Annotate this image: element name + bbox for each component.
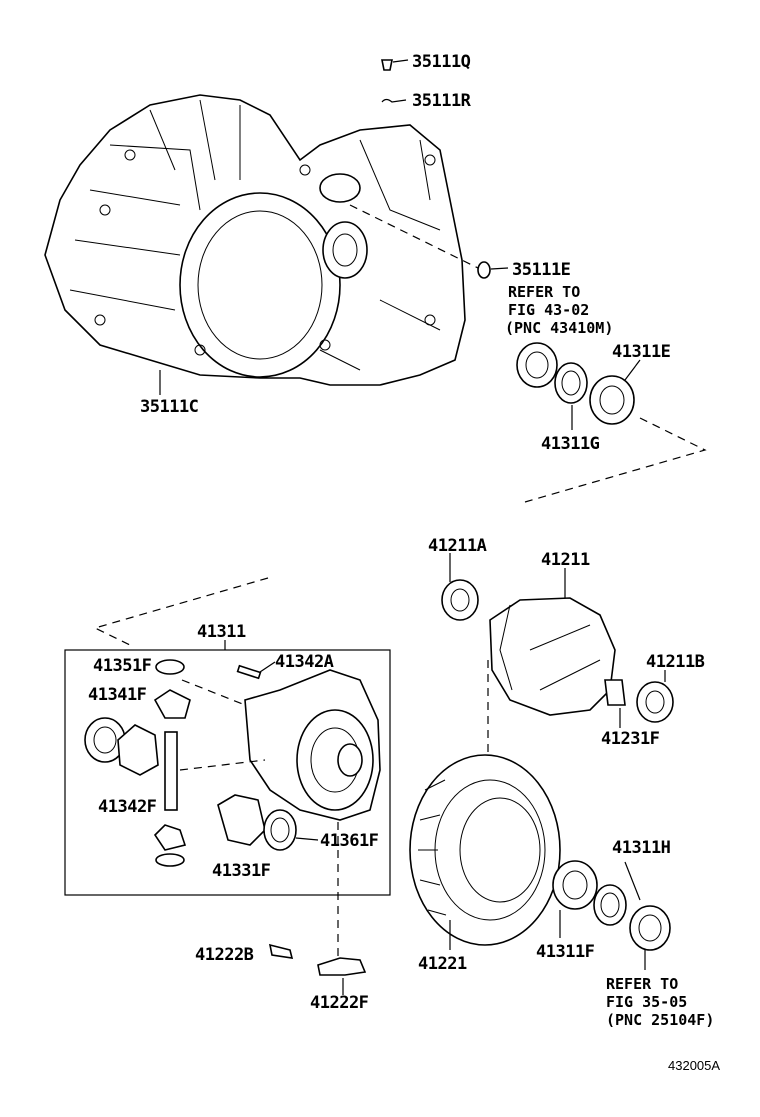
washer-41351f-icon <box>155 659 185 675</box>
label-35111e: 35111E <box>512 260 571 280</box>
label-41351f: 41351F <box>93 656 152 676</box>
refer-note-top-line1: REFER TO <box>508 283 580 301</box>
bearing-41311e-set <box>516 342 641 430</box>
label-41311: 41311 <box>197 622 246 642</box>
transaxle-housing <box>44 94 466 386</box>
sleeve-41231f-icon <box>604 679 626 706</box>
bearing-41211a-icon <box>441 579 479 621</box>
label-41311h: 41311H <box>612 838 671 858</box>
refer-note-bottom-line1: REFER TO <box>606 975 678 993</box>
label-41211: 41211 <box>541 550 590 570</box>
label-41361f: 41361F <box>320 831 379 851</box>
ring-gear-41221 <box>409 754 561 946</box>
differential-case <box>244 669 381 821</box>
refer-note-bottom-line3: (PNC 25104F) <box>606 1011 714 1029</box>
label-41311f: 41311F <box>536 942 595 962</box>
label-41221: 41221 <box>418 954 467 974</box>
bearing-41311f-icon <box>552 860 598 910</box>
label-41311g: 41311G <box>541 434 600 454</box>
label-35111r: 35111R <box>412 91 472 111</box>
label-41222b: 41222B <box>195 945 254 965</box>
differential-assembly-box <box>64 649 391 896</box>
label-41211a: 41211A <box>428 536 487 556</box>
plug-35111q-icon <box>381 59 393 71</box>
shaft-41342f-icon <box>164 731 178 811</box>
side-gear-icon <box>117 724 159 776</box>
label-41342a: 41342A <box>275 652 334 672</box>
bolt-41222b-icon <box>268 943 294 959</box>
bearing-41311h-icon <box>629 905 671 951</box>
label-41222f: 41222F <box>310 993 369 1013</box>
label-41342f: 41342F <box>98 797 157 817</box>
label-35111q: 35111Q <box>412 52 471 72</box>
drive-gear-41211 <box>489 597 616 716</box>
refer-note-top-line2: FIG 43-02 <box>508 301 589 319</box>
side-gear-41331f-icon <box>217 794 266 846</box>
refer-note-top-line3: (PNC 43410M) <box>505 319 613 337</box>
label-41311e: 41311E <box>612 342 671 362</box>
bracket-41222f-icon <box>317 957 367 976</box>
figure-id: 432005A <box>668 1058 720 1073</box>
refer-note-bottom-line2: FIG 35-05 <box>606 993 687 1011</box>
label-41231f: 41231F <box>601 729 660 749</box>
pinion-41341f-icon <box>153 689 191 719</box>
label-41341f: 41341F <box>88 685 147 705</box>
clip-35111r-icon <box>381 98 407 103</box>
seal-35111e-icon <box>477 261 491 279</box>
label-41211b: 41211B <box>646 652 705 672</box>
label-35111c: 35111C <box>140 397 198 417</box>
label-41331f: 41331F <box>212 861 271 881</box>
bearing-41211b-icon <box>636 681 674 723</box>
